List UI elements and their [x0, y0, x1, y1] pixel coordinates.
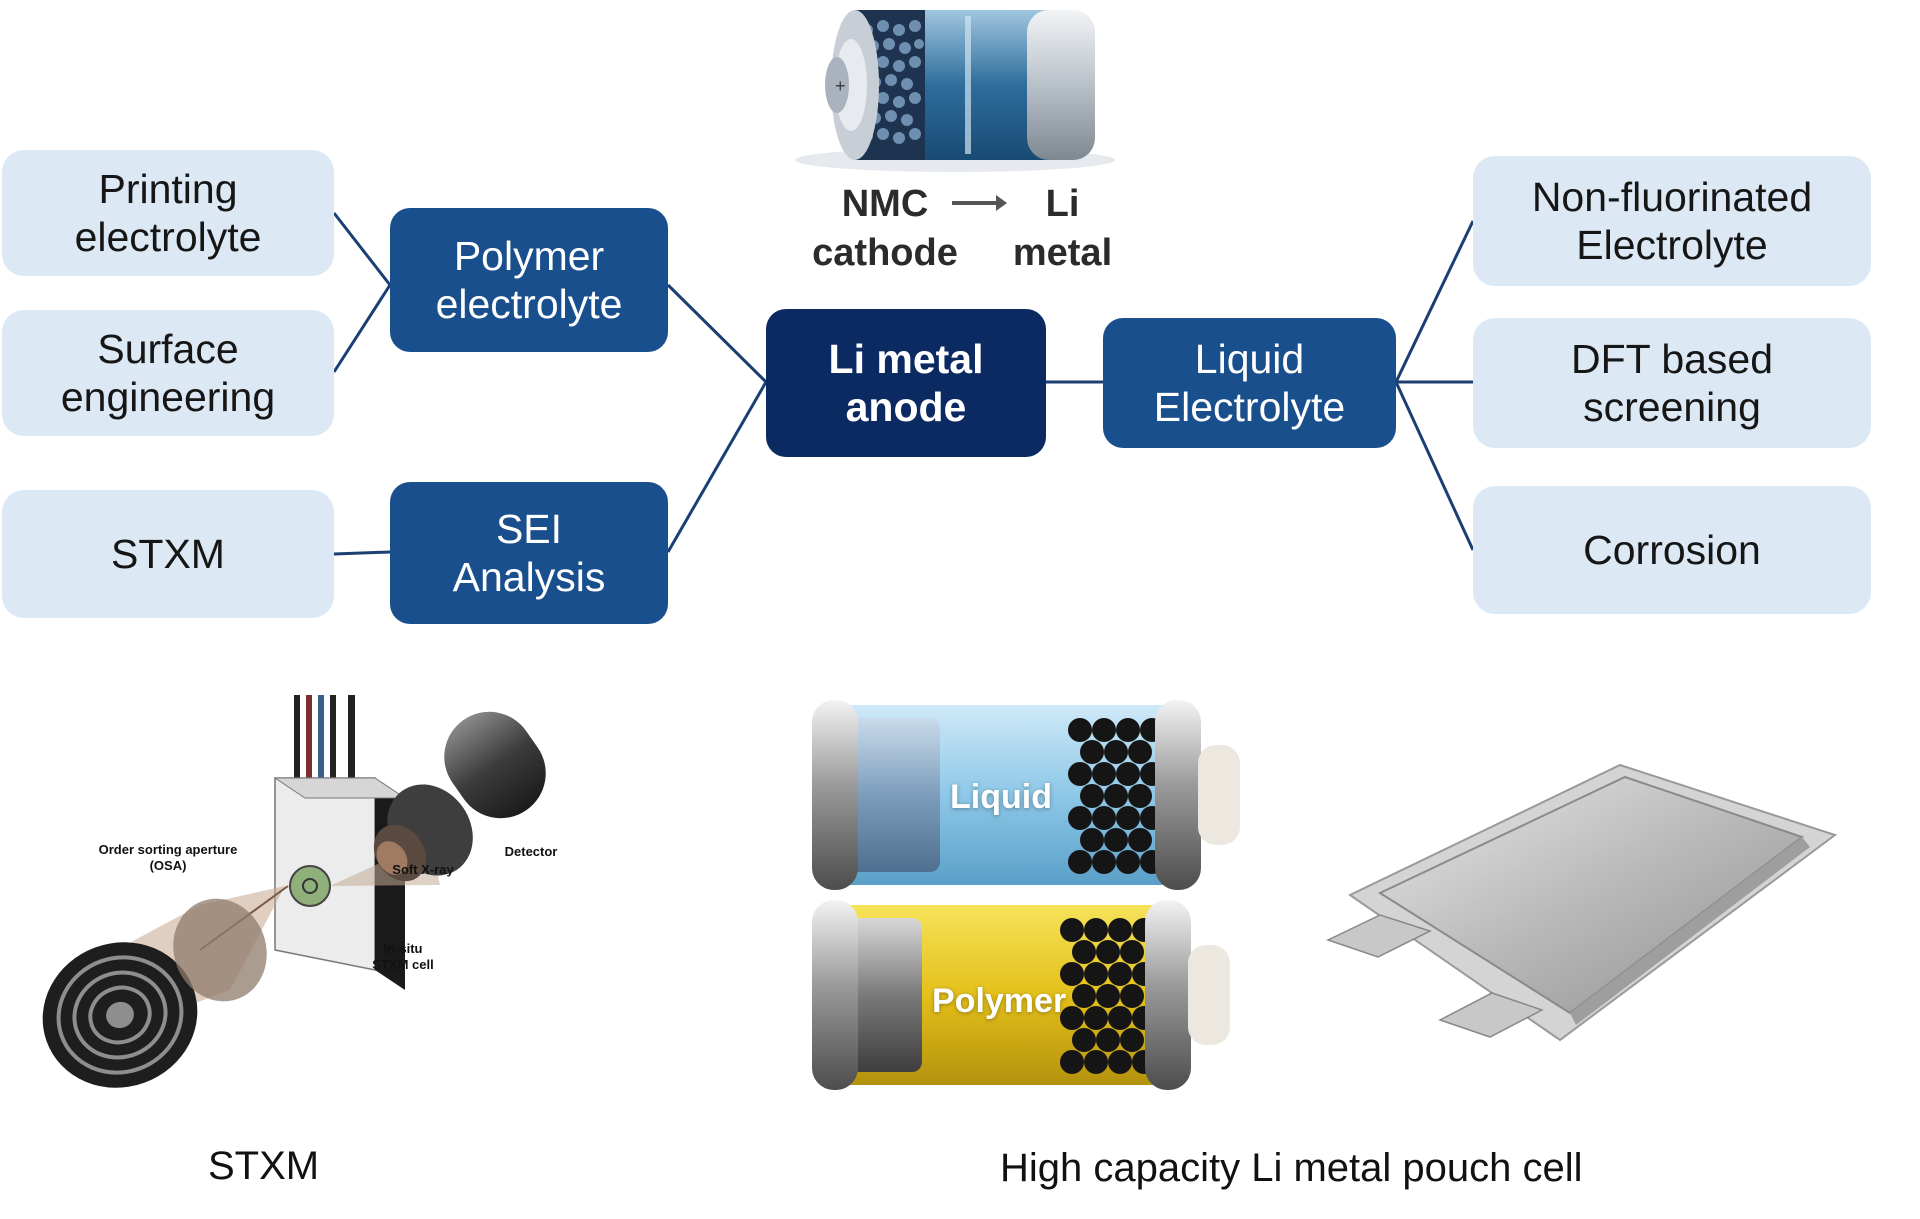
pouch-cell-caption: High capacity Li metal pouch cell [1000, 1146, 1583, 1190]
detector-label: Detector [504, 844, 558, 859]
liquid-label: Liquid [950, 778, 1052, 816]
connector-liquid-nonfluorinated [1394, 220, 1475, 383]
connector-polymer-center [666, 283, 768, 384]
node-dft-based-screening: DFT based screening [1473, 318, 1871, 448]
node-polymer-electrolyte: Polymer electrolyte [390, 208, 668, 352]
stxm-caption: STXM [208, 1144, 320, 1188]
connector-printing-polymer [332, 212, 392, 286]
battery-illustration: + [795, 10, 1115, 172]
node-li-metal-anode: Li metal anode [766, 309, 1046, 457]
stxm-cell-label: In-situ STXM cell [372, 941, 434, 972]
node-stxm: STXM [2, 490, 334, 618]
node-non-fluorinated-electrolyte: Non-fluorinated Electrolyte [1473, 156, 1871, 286]
node-printing-electrolyte: Printing electrolyte [2, 150, 334, 276]
arrow-right-icon [952, 195, 1007, 211]
li-metal-label: Li metal [1012, 183, 1113, 274]
polymer-label: Polymer [932, 982, 1067, 1020]
nmc-label: NMC cathode [812, 183, 958, 274]
stxm-schematic [42, 695, 546, 1088]
connector-stxm-sei [333, 550, 391, 556]
connector-liquid-corrosion [1394, 381, 1475, 551]
connector-surface-polymer [332, 284, 392, 373]
node-sei-analysis: SEI Analysis [390, 482, 668, 624]
node-surface-engineering: Surface engineering [2, 310, 334, 436]
pouch-cell [1326, 763, 1838, 1042]
soft-xray-label: Soft X-ray [392, 862, 454, 877]
node-corrosion: Corrosion [1473, 486, 1871, 614]
connector-sei-center [666, 381, 768, 553]
osa-label: Order sorting aperture (OSA) [98, 842, 238, 873]
polymer-cell [812, 900, 1230, 1090]
cell-cylinders [812, 700, 1240, 1090]
plus-icon: + [835, 76, 846, 96]
node-liquid-electrolyte: Liquid Electrolyte [1103, 318, 1396, 448]
liquid-cell [812, 700, 1240, 890]
